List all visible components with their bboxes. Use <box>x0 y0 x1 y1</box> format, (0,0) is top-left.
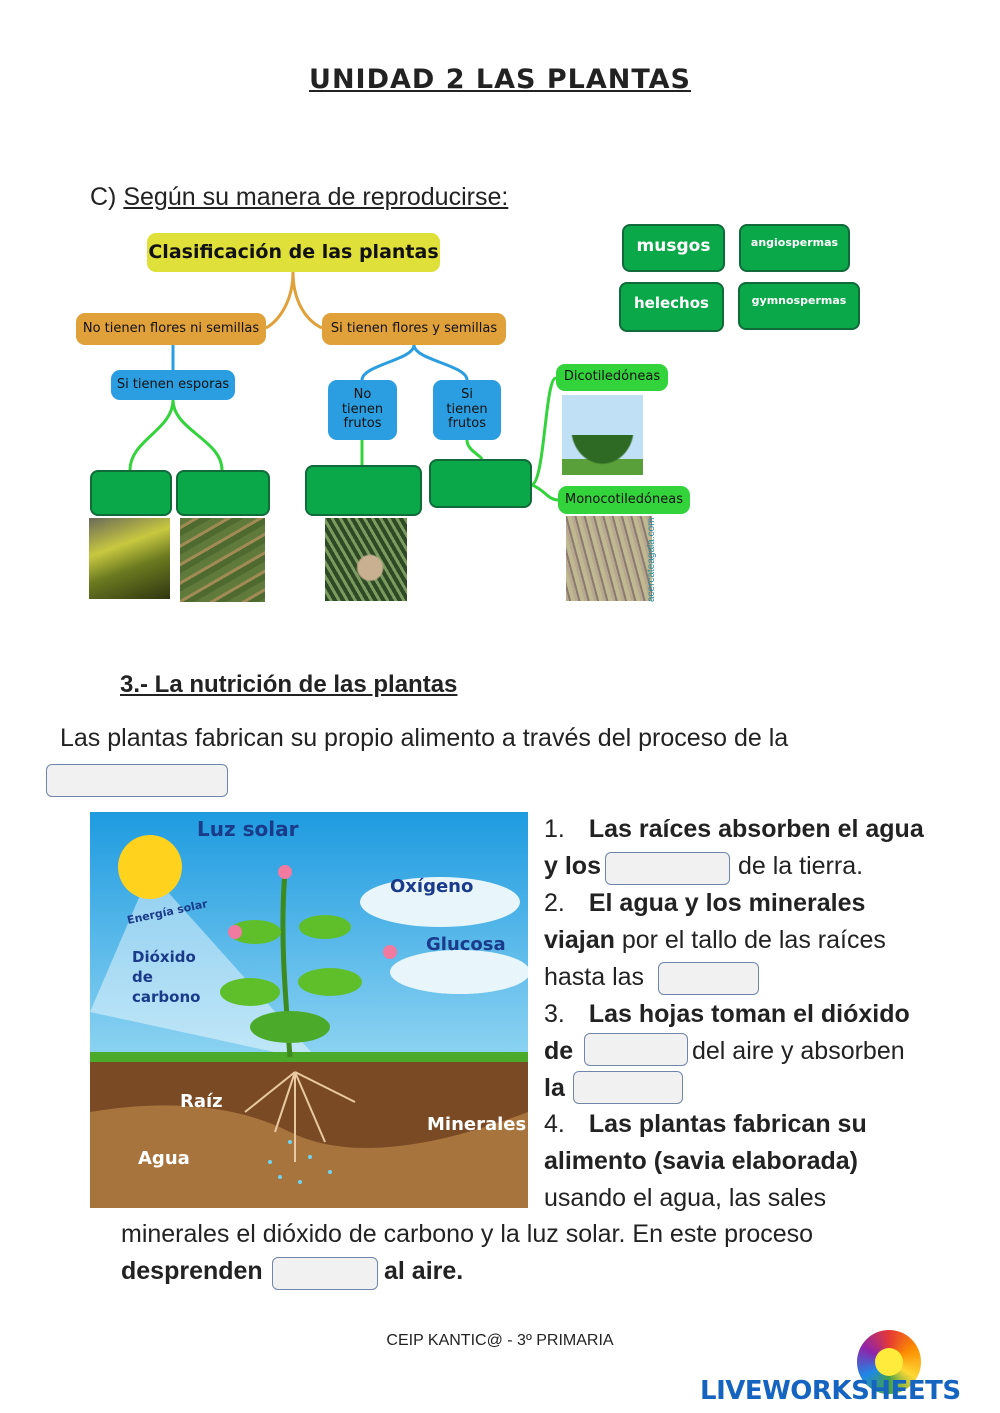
section-label: Según su manera de reproducirse: <box>123 183 509 211</box>
step-4-number: 4. <box>544 1110 565 1138</box>
section-prefix: C) <box>90 183 117 211</box>
step-2-viajan: viajan <box>544 926 615 954</box>
drop-zone-3[interactable] <box>305 465 422 516</box>
step-4-end: al aire. <box>384 1257 464 1285</box>
map-flowers: Si tienen flores y semillas <box>322 313 506 345</box>
word-helechos[interactable]: helechos <box>619 282 724 332</box>
step-1-number: 1. <box>544 815 565 843</box>
step-1-end: de la tierra. <box>738 852 864 880</box>
label-minerales: Minerales <box>427 1114 526 1135</box>
word-musgos[interactable]: musgos <box>622 224 725 272</box>
moss-photo <box>89 518 170 599</box>
drop-zone-2[interactable] <box>176 470 270 516</box>
photosynthesis-diagram: Luz solar Energía solar Oxígeno Glucosa … <box>90 812 528 1208</box>
drop-zone-4[interactable] <box>429 459 532 508</box>
watermark: acercateagala.com <box>646 517 657 603</box>
step-2-number: 2. <box>544 889 565 917</box>
word-gymnospermas[interactable]: gymnospermas <box>738 282 860 330</box>
blank-fotosintesis[interactable] <box>46 764 228 797</box>
liveworksheets-flower-icon <box>857 1330 921 1394</box>
map-no-frutos: No tienen frutos <box>328 380 397 440</box>
step-3-number: 3. <box>544 1000 565 1028</box>
label-glucosa: Glucosa <box>426 934 506 955</box>
map-monocotiledoneas: Monocotiledóneas <box>558 486 690 514</box>
liveworksheets-logo: LIVEWORKSHEETS <box>700 1376 961 1406</box>
blank-oxigeno[interactable] <box>272 1257 378 1290</box>
step-4-cont3: minerales el dióxido de carbono y la luz… <box>121 1220 814 1248</box>
step-1-cont: y los <box>544 852 601 880</box>
step-4-cont: alimento (savia elaborada) <box>544 1147 859 1175</box>
map-dicotiledoneas: Dicotiledóneas <box>556 364 668 391</box>
intro-text: Las plantas fabrican su propio alimento … <box>60 724 789 752</box>
step-2-text: El agua y los minerales <box>588 889 866 917</box>
concept-map-connectors <box>128 271 559 502</box>
blank-luz[interactable] <box>573 1071 683 1104</box>
tree-photo <box>562 395 643 475</box>
step-3-cont: del aire y absorben <box>692 1037 905 1065</box>
pine-photo <box>325 518 407 601</box>
blank-minerales[interactable] <box>605 852 730 885</box>
step-2-end: hasta las <box>544 963 645 991</box>
blank-hojas[interactable] <box>658 962 759 995</box>
step-3-de: de <box>544 1037 574 1065</box>
map-root: Clasificación de las plantas <box>147 233 440 272</box>
section-c-heading: C) Según su manera de reproducirse: <box>90 183 508 212</box>
step-4-cont2: usando el agua, las sales <box>544 1184 827 1212</box>
map-si-frutos: Si tienen frutos <box>433 380 501 440</box>
step-3-text: Las hojas toman el dióxido <box>588 1000 910 1028</box>
label-co2-1: Dióxido <box>132 948 196 966</box>
sun-icon <box>118 835 182 899</box>
step-4-text: Las plantas fabrican su <box>588 1110 867 1138</box>
word-angiospermas[interactable]: angiospermas <box>739 224 850 272</box>
label-co2-3: carbono <box>132 988 200 1006</box>
section-3-heading: 3.- La nutrición de las plantas <box>120 671 458 698</box>
step-2-cont: por el tallo de las raíces <box>614 926 886 954</box>
label-agua: Agua <box>138 1148 190 1169</box>
label-co2-2: de <box>132 968 153 986</box>
drop-zone-1[interactable] <box>90 470 172 516</box>
blank-carbono[interactable] <box>584 1033 688 1066</box>
fern-photo <box>180 518 265 602</box>
label-raiz: Raíz <box>180 1091 223 1112</box>
label-oxigeno: Oxígeno <box>390 876 473 897</box>
label-luz-solar: Luz solar <box>197 817 299 841</box>
page-title: UNIDAD 2 LAS PLANTAS <box>309 64 691 95</box>
step-4-desprenden: desprenden <box>121 1257 263 1285</box>
map-esporas: Si tienen esporas <box>111 370 235 400</box>
map-no-flowers: No tienen flores ni semillas <box>76 313 266 345</box>
step-3-la: la <box>544 1074 565 1102</box>
grass-photo <box>566 516 652 601</box>
footer: CEIP KANTIC@ - 3º PRIMARIA <box>386 1332 614 1349</box>
step-1-text: Las raíces absorben el agua <box>588 815 924 843</box>
